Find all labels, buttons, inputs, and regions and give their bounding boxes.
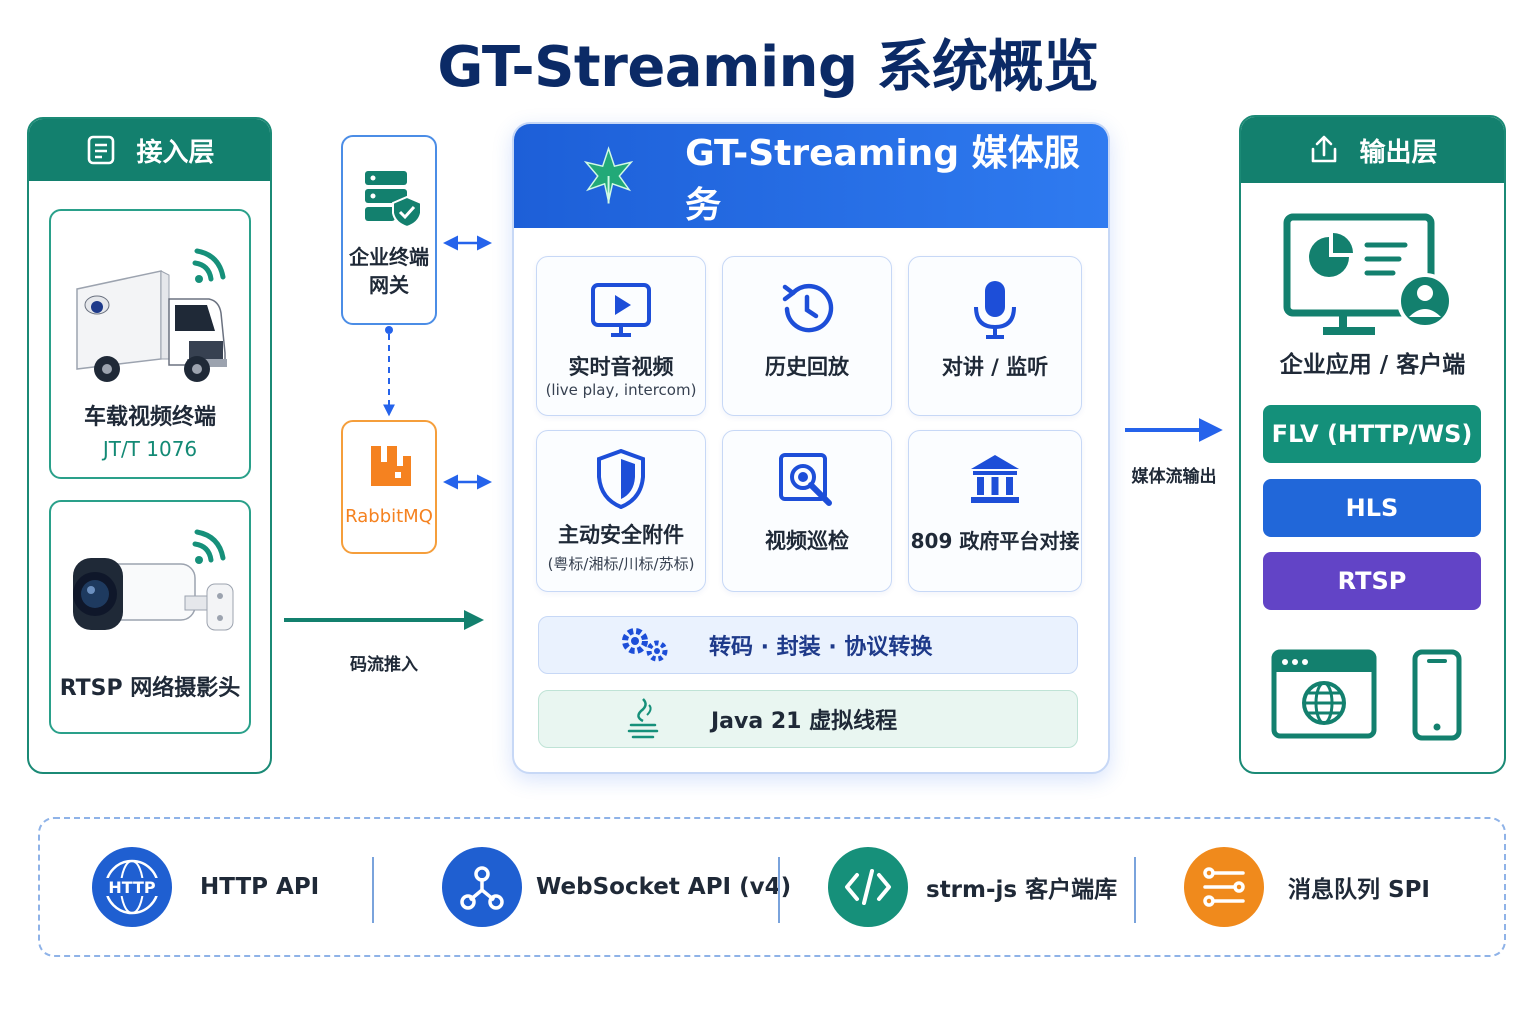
access-layer-title: 接入层 (136, 137, 215, 168)
play-monitor-icon (591, 283, 651, 337)
api-websocket[interactable]: WebSocket API (v4) (442, 845, 791, 929)
shield-icon (597, 449, 645, 509)
gateway-label-line1: 企业终端 (349, 245, 429, 269)
rtsp-camera-card: RTSP 网络摄影头 (49, 500, 251, 734)
upload-icon (1312, 135, 1337, 163)
protocol-rtsp: RTSP (1263, 552, 1481, 610)
camera-icon (73, 529, 234, 631)
feature-intercom-title: 对讲 / 监听 (941, 355, 1049, 379)
rabbitmq-label: RabbitMQ (345, 506, 433, 527)
protocol-flv: FLV (HTTP/WS) (1263, 405, 1481, 463)
feature-live-av-sub: (live play, intercom) (545, 381, 697, 399)
feature-live-av-title: 实时音视频 (568, 355, 674, 379)
feature-intercom: 对讲 / 监听 (908, 256, 1082, 416)
feature-history-playback-title: 历史回放 (765, 355, 849, 379)
transcode-strip: 转码 · 封装 · 协议转换 (538, 616, 1078, 674)
api-separator (1134, 857, 1136, 923)
rtsp-camera-label: RTSP 网络摄影头 (59, 676, 241, 701)
feature-gov-platform: 809 政府平台对接 (908, 430, 1082, 592)
enterprise-gateway-node: 企业终端 网关 (341, 135, 437, 325)
api-strm-js-label: strm-js 客户端库 (926, 877, 1118, 903)
gears-icon (622, 628, 668, 662)
access-layer-panel: 接入层 车载视频终端 JT/T 1076 (27, 117, 272, 774)
transcode-text: 转码 · 封装 · 协议转换 (709, 635, 933, 660)
runtime-text: Java 21 虚拟线程 (711, 709, 898, 734)
output-layer-title: 输出层 (1359, 137, 1438, 168)
page-title: GT-Streaming 系统概览 (437, 35, 1099, 100)
output-layer-header: 输出层 (1241, 117, 1504, 183)
server-shield-icon (365, 171, 422, 227)
feature-video-inspection: 视频巡检 (722, 430, 892, 592)
http-icon: HTTP (92, 847, 172, 927)
feature-live-av: 实时音视频 (live play, intercom) (536, 256, 706, 416)
media-service-header: GT-Streaming 媒体服务 (514, 124, 1108, 228)
code-icon (828, 847, 908, 927)
api-strm-js[interactable]: strm-js 客户端库 (828, 845, 1117, 929)
api-http-label: HTTP API (200, 874, 320, 900)
feature-active-safety: 主动安全附件 (粤标/湘标/川标/苏标) (536, 430, 706, 592)
feature-video-inspection-title: 视频巡检 (765, 529, 849, 553)
protocol-hls: HLS (1263, 479, 1481, 537)
http-icon-text: HTTP (108, 878, 156, 897)
websocket-icon (442, 847, 522, 927)
mobile-phone-icon (1412, 649, 1462, 741)
api-separator (372, 857, 374, 923)
rabbitmq-icon (371, 446, 411, 486)
queue-icon (1184, 847, 1264, 927)
feature-history-playback: 历史回放 (722, 256, 892, 416)
gateway-connector-dot (385, 326, 393, 334)
web-browser-icon (1271, 649, 1377, 739)
gateway-label-line2: 网关 (369, 273, 409, 297)
feature-gov-platform-title: 809 政府平台对接 (910, 529, 1080, 553)
rabbitmq-node: RabbitMQ (341, 420, 437, 554)
media-service-title: GT-Streaming 媒体服务 (685, 133, 1080, 226)
truck-icon (76, 248, 227, 382)
history-icon (782, 283, 834, 333)
vehicle-terminal-label: 车载视频终端 (83, 405, 216, 430)
stream-output-label: 媒体流输出 (1131, 467, 1217, 487)
java-icon (627, 698, 659, 739)
microphone-icon (974, 281, 1016, 339)
media-service-box: GT-Streaming 媒体服务 实时音视频 (live play, inte… (512, 122, 1110, 774)
feature-active-safety-sub: (粤标/湘标/川标/苏标) (547, 555, 695, 573)
api-websocket-label: WebSocket API (v4) (536, 874, 792, 900)
output-layer-panel: 输出层 企业应用 / 客户端 FLV (HTTP/WS) HLS RTSP (1239, 115, 1506, 774)
api-separator (778, 857, 780, 923)
government-icon (971, 455, 1019, 503)
api-mq-spi[interactable]: 消息队列 SPI (1184, 845, 1430, 929)
vehicle-terminal-card: 车载视频终端 JT/T 1076 (49, 209, 251, 479)
api-mq-spi-label: 消息队列 SPI (1288, 877, 1430, 903)
vehicle-terminal-protocol: JT/T 1076 (102, 437, 198, 461)
client-label: 企业应用 / 客户端 (1279, 352, 1466, 378)
feature-active-safety-title: 主动安全附件 (558, 523, 684, 547)
document-icon (88, 135, 115, 165)
client-monitor-icon (1283, 213, 1453, 335)
stream-push-label: 码流推入 (350, 655, 418, 675)
leaf-logo-icon (584, 146, 634, 204)
api-http[interactable]: HTTP HTTP API (92, 845, 319, 929)
inspect-icon (779, 453, 832, 506)
runtime-strip: Java 21 虚拟线程 (538, 690, 1078, 748)
api-bar: HTTP HTTP API WebSocket API (v4) strm-js… (38, 817, 1506, 957)
access-layer-header: 接入层 (29, 119, 270, 181)
